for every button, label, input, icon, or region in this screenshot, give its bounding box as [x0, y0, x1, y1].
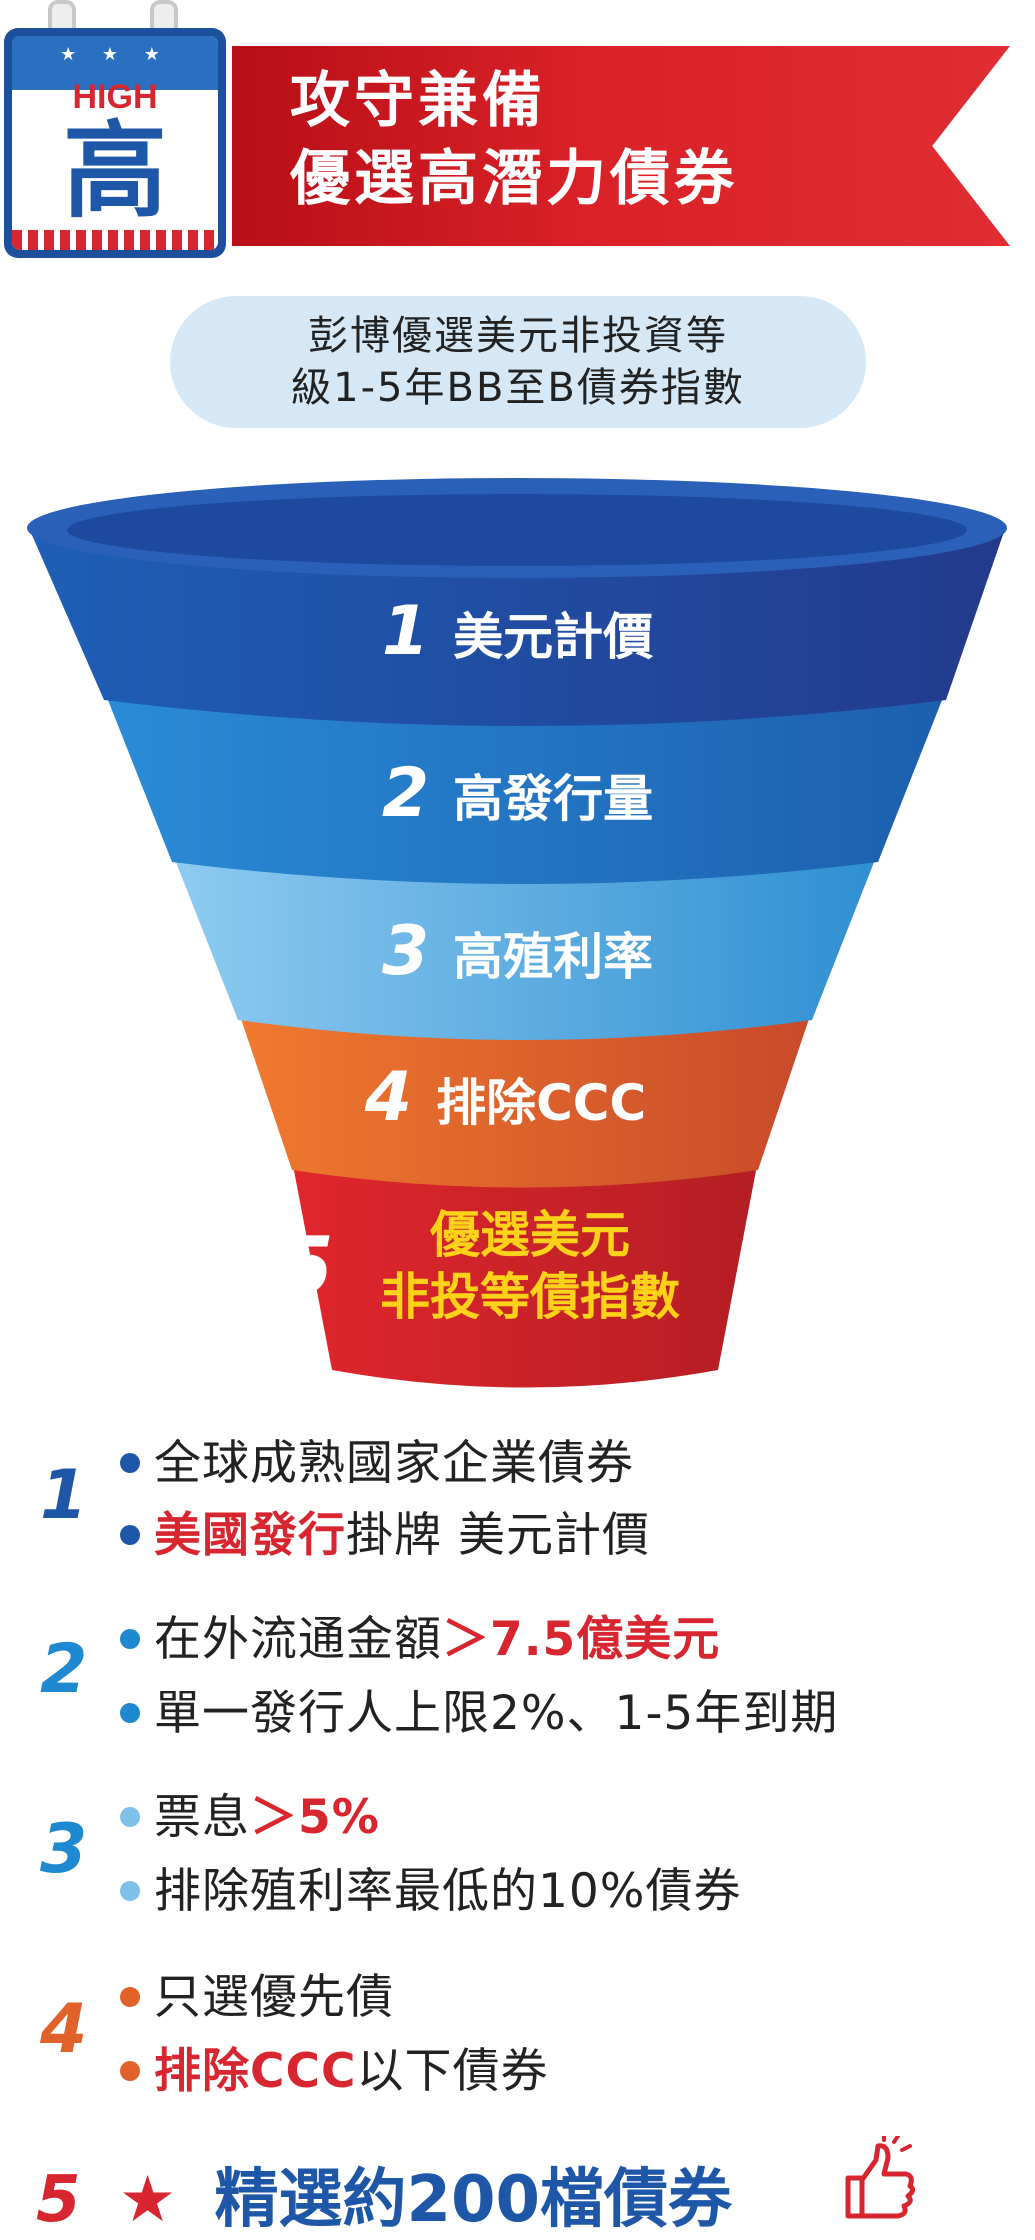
subtitle-line-1: 彭博優選美元非投資等 [308, 313, 728, 359]
funnel-tier-1-number: 1 [381, 592, 430, 671]
bullet-dot [120, 1986, 140, 2007]
funnel-tier-2-text: 高發行量 [453, 770, 654, 828]
criteria-4-line-2: 排除CCC以下債券 [120, 2032, 548, 2101]
hanger-hook-left [48, 0, 76, 32]
funnel-tier-1 [28, 526, 1006, 726]
criteria-2-line-1: 在外流通金額＞7.5億美元 [120, 1600, 720, 1669]
badge-high-label: HIGH [72, 78, 158, 116]
criteria-2-line-2: 單一發行人上限2%、1-5年到期 [120, 1674, 838, 1743]
funnel-tier-3-text: 高殖利率 [453, 928, 654, 986]
funnel-tier-4-number: 4 [364, 1058, 413, 1137]
final-text: 精選約200檔債券 [214, 2163, 733, 2237]
funnel-tier-4 [238, 1010, 812, 1188]
bullet-dot [120, 1880, 140, 1901]
funnel-tier-5 [292, 1160, 758, 1388]
subtitle-line-2: 級1-5年BB至B債券指數 [291, 365, 745, 411]
index-name-pill: 彭博優選美元非投資等 級1-5年BB至B債券指數 [170, 296, 866, 428]
page-title: 攻守兼備 優選高潛力債券 [290, 62, 738, 218]
funnel-tier-3-number: 3 [381, 912, 430, 991]
criteria-1-line-2: 美國發行掛牌 美元計價 [120, 1496, 650, 1565]
thumbs-up-icon [845, 2136, 916, 2219]
bullet-dot [120, 2060, 140, 2081]
funnel-tier-5-line-2: 非投等債指數 [380, 1268, 680, 1326]
badge-char: 高 [62, 110, 167, 232]
bullet-dot [120, 1628, 140, 1649]
hanger-hook-right [150, 0, 178, 32]
title-line-1: 攻守兼備 [290, 66, 546, 136]
badge-stars: ★ ★ ★ [60, 44, 170, 65]
title-ribbon [232, 46, 1010, 246]
funnel-tier-2 [104, 690, 946, 884]
final-number: 5 [36, 2163, 81, 2237]
funnel-tier-2-label: 2 高發行量 [0, 754, 1035, 833]
title-line-2: 優選高潛力債券 [290, 144, 738, 214]
criteria-4-number: 4 [40, 1990, 88, 2069]
criteria-1-number: 1 [40, 1456, 88, 1535]
funnel-tier-4-label: 4 排除CCC [0, 1058, 1023, 1137]
bullet-dot [120, 1702, 140, 1723]
criteria-1-line-1: 全球成熟國家企業債券 [120, 1424, 634, 1493]
criteria-3-line-2: 排除殖利率最低的10%債券 [120, 1852, 741, 1921]
criteria-3-line-1: 票息＞5% [120, 1778, 380, 1847]
final-summary: 5 ★ 精選約200檔債券 [36, 2148, 732, 2240]
funnel-tier-5-line-1: 優選美元 [430, 1206, 630, 1264]
criteria-3-number: 3 [40, 1810, 88, 1889]
funnel-tier-2-number: 2 [381, 754, 430, 833]
funnel-tier-3 [172, 852, 878, 1040]
bullet-dot [120, 1524, 140, 1545]
criteria-4-line-1: 只選優先債 [120, 1958, 394, 2027]
criteria-2-number: 2 [40, 1630, 88, 1709]
funnel-tier-3-label: 3 高殖利率 [0, 912, 1035, 991]
high-badge: ★ ★ ★ HIGH 高 [4, 28, 226, 258]
funnel-tier-1-text: 美元計價 [453, 608, 654, 666]
funnel-tier-1-label: 1 美元計價 [0, 592, 1035, 671]
funnel-tier-5-number: 5 [278, 1220, 334, 1313]
bullet-dot [120, 1452, 140, 1473]
star-icon: ★ [118, 2163, 177, 2237]
funnel-graphic [27, 478, 1007, 1388]
bullet-dot [120, 1806, 140, 1827]
funnel-tier-5-label: 優選美元 非投等債指數 [330, 1204, 730, 1328]
funnel-tier-4-text: 排除CCC [436, 1074, 647, 1132]
